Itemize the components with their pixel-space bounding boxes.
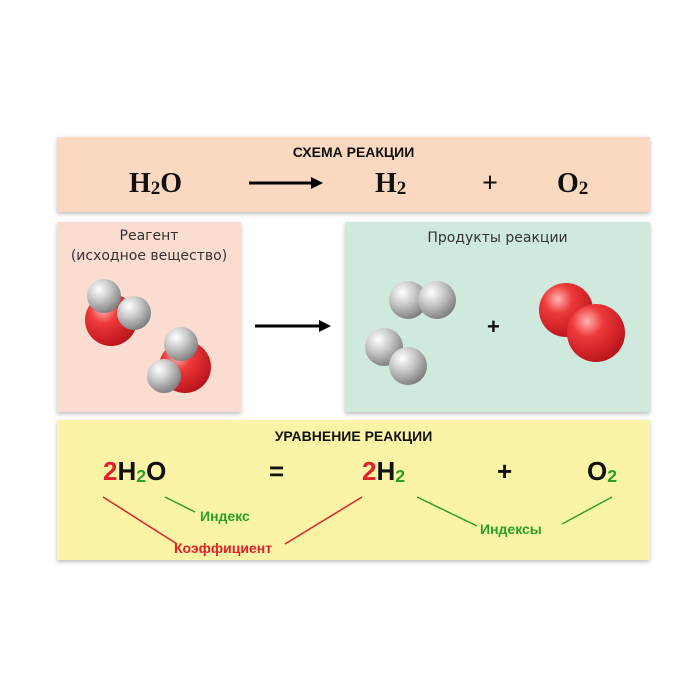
- index-h2: 2: [395, 466, 406, 487]
- index-h2o: 2: [136, 466, 147, 487]
- hydrogen-atom: [164, 327, 198, 361]
- hydrogen-atom: [117, 296, 151, 330]
- reaction-arrow: [255, 320, 331, 332]
- water-molecule-2: [147, 327, 211, 393]
- coefficient-label: Коэффициент: [174, 540, 273, 556]
- index-o2: 2: [607, 466, 618, 487]
- hydrogen-atom: [147, 359, 181, 393]
- equation-title: УРАВНЕНИЕ РЕАКЦИИ: [274, 428, 433, 444]
- indices-label: Индексы: [480, 521, 542, 537]
- hydrogen-atom: [389, 281, 427, 319]
- reagent-sublabel: (исходное вещество): [70, 248, 228, 264]
- coefficient-h2: 2: [362, 456, 377, 486]
- equation-o2: O2: [587, 456, 618, 487]
- oxygen-molecule: [539, 283, 625, 362]
- scheme-title: СХЕМА РЕАКЦИИ: [292, 144, 415, 160]
- equation-equals: =: [269, 456, 285, 486]
- products-label: Продукты реакции: [427, 230, 568, 246]
- hydrogen-atom: [87, 279, 121, 313]
- reaction-equation-panel: УРАВНЕНИЕ РЕАКЦИИ 2H2O = 2H2 + O2 Индекс…: [57, 420, 650, 560]
- products-plus: +: [487, 314, 500, 339]
- scheme-h2o: H2O: [129, 168, 183, 200]
- scheme-o2: O2: [557, 168, 589, 200]
- annotation-lines: [102, 496, 613, 545]
- hydrogen-atom: [418, 281, 456, 319]
- oxygen-atom: [567, 304, 625, 362]
- scheme-arrow: [249, 177, 323, 189]
- equation-h2o: 2H2O: [103, 456, 167, 487]
- reaction-scheme-panel: СХЕМА РЕАКЦИИ H2O H2 + O2: [57, 137, 650, 212]
- index-label: Индекс: [200, 508, 250, 524]
- hydrogen-atom: [389, 347, 427, 385]
- scheme-h2: H2: [375, 168, 407, 200]
- reagent-label: Реагент: [119, 228, 179, 244]
- equation-plus: +: [497, 456, 513, 486]
- hydrogen-molecule-2: [365, 328, 427, 385]
- scheme-plus: +: [482, 168, 498, 199]
- coefficient-h2o: 2: [103, 456, 118, 486]
- water-molecule-1: [85, 279, 151, 346]
- hydrogen-molecule-1: [389, 281, 456, 319]
- equation-h2: 2H2: [362, 456, 406, 487]
